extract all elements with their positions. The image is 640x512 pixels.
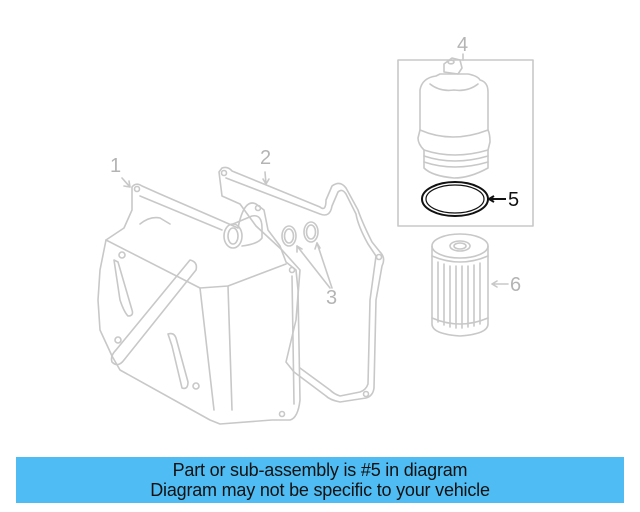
pan-gasket-drawing [218,166,385,403]
banner-line-1: Part or sub-assembly is #5 in diagram [172,460,468,480]
banner-line-2: Diagram may not be specific to your vehi… [150,480,490,500]
oil-pan-drawing [97,183,301,425]
callout-4[interactable]: 4 [457,34,468,56]
info-banner: Part or sub-assembly is #5 in diagram Di… [16,457,624,503]
housing-seal-ring-drawing [421,181,506,217]
o-rings-drawing [281,221,333,289]
parts-diagram: 1 2 3 4 5 6 [97,34,534,425]
callout-5[interactable]: 5 [508,189,519,211]
filter-element-drawing [431,233,509,337]
callout-2[interactable]: 2 [260,147,271,169]
group-4-box [397,59,534,227]
callout-6[interactable]: 6 [510,274,521,296]
filter-housing-drawing [417,57,491,179]
callout-1[interactable]: 1 [110,155,121,177]
callout-3[interactable]: 3 [326,287,337,309]
